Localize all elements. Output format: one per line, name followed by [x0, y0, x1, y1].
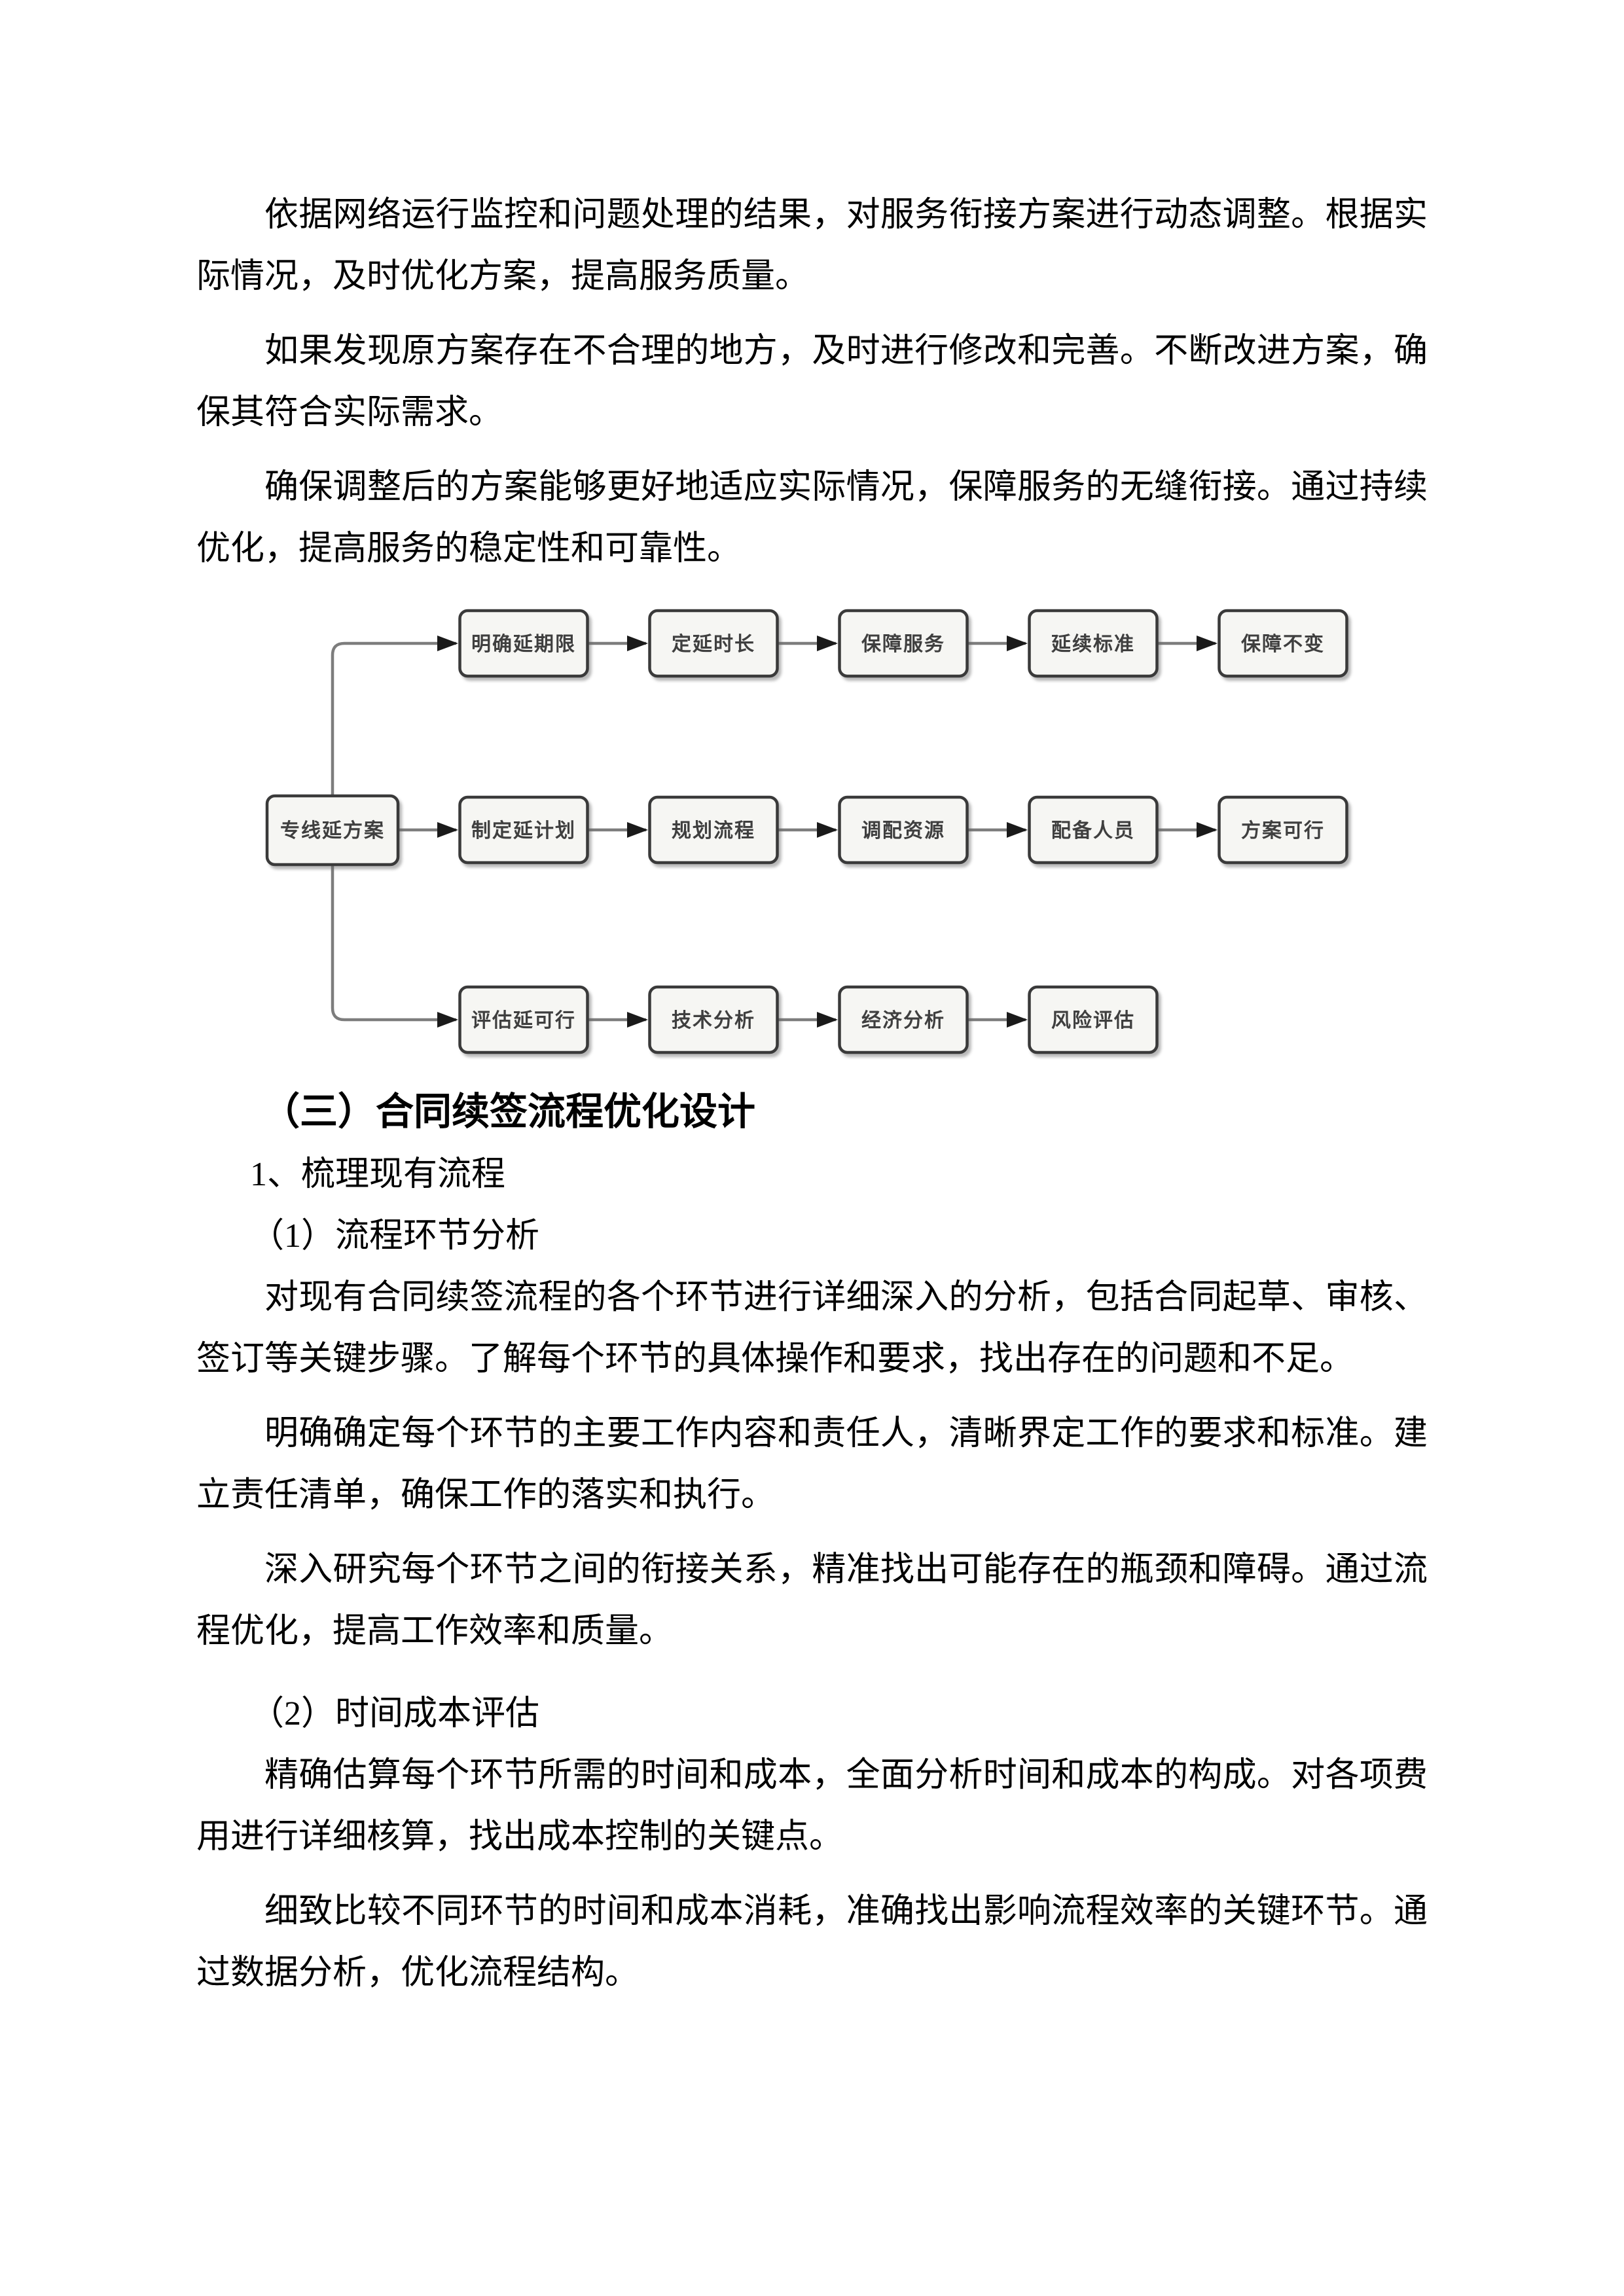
flowchart-node-row1-1: 明确延期限 — [458, 609, 589, 678]
node-box — [1028, 609, 1159, 678]
node-label: 制定延计划 — [471, 819, 576, 842]
flowchart-node-row1-3: 保障服务 — [838, 609, 969, 678]
flowchart-node-row2-5: 方案可行 — [1218, 795, 1348, 865]
node-label: 保障不变 — [1241, 633, 1325, 655]
node-box — [648, 985, 779, 1054]
flowchart-node-root: 专线延方案 — [265, 794, 400, 867]
node-label: 明确延期限 — [471, 633, 576, 655]
flowchart-node-row3-2: 技术分析 — [648, 985, 779, 1054]
node-label: 配备人员 — [1051, 819, 1135, 842]
node-label: 延续标准 — [1051, 634, 1135, 655]
paragraph-adjust-scheme: 依据网络运行监控和问题处理的结果，对服务衔接方案进行动态调整。根据实际情况，及时… — [196, 196, 1428, 295]
connector-root-to-row1 — [331, 636, 458, 796]
flowchart-node-row1-2: 定延时长 — [648, 609, 779, 678]
node-box — [458, 609, 589, 678]
node-box — [458, 985, 589, 1054]
paragraph-cost-estimate: 精确估算每个环节所需的时间和成本，全面分析时间和成本的构成。对各项费用进行详细核… — [196, 1757, 1428, 1856]
node-label: 保障服务 — [861, 633, 945, 655]
flowchart-node-row3-1: 评估延可行 — [458, 985, 589, 1054]
node-box — [1028, 985, 1159, 1054]
flowchart-node-row2-1: 制定延计划 — [458, 795, 589, 865]
node-box — [1028, 795, 1159, 865]
flowchart-node-root-label: 专线延方案 — [280, 819, 385, 842]
subsection-1-1: （1）流程环节分析 — [250, 1217, 540, 1255]
node-box — [838, 795, 969, 865]
flowchart-figure: 专线延方案 明确延期限 定延时长 保障服务 延续标准 保障不变 — [229, 593, 1394, 1071]
node-box — [648, 609, 779, 678]
node-box — [838, 985, 969, 1054]
paragraph-cost-compare: 细致比较不同环节的时间和成本消耗，准确找出影响流程效率的关键环节。通过数据分析，… — [196, 1893, 1428, 1992]
node-box — [838, 609, 969, 678]
subsection-1-2: （2）时间成本评估 — [250, 1695, 540, 1732]
connector-root-to-row3 — [331, 865, 458, 1028]
flowchart-node-row2-4: 配备人员 — [1028, 795, 1159, 865]
node-label: 定延时长 — [672, 633, 755, 655]
node-box — [1218, 609, 1348, 678]
flowchart-node-row1-5: 保障不变 — [1218, 609, 1348, 678]
flowchart-node-row3-4: 风险评估 — [1028, 985, 1159, 1054]
node-label: 经济分析 — [861, 1009, 945, 1031]
node-label: 风险评估 — [1051, 1009, 1135, 1031]
node-box — [648, 795, 779, 865]
node-label: 技术分析 — [672, 1010, 755, 1031]
node-box — [1218, 795, 1348, 865]
flowchart-svg: 专线延方案 明确延期限 定延时长 保障服务 延续标准 保障不变 — [265, 609, 1348, 1054]
flowchart-node-row1-4: 延续标准 — [1028, 609, 1159, 678]
paragraph-bottleneck: 深入研究每个环节之间的衔接关系，精准找出可能存在的瓶颈和障碍。通过流程优化，提高… — [196, 1551, 1428, 1650]
flowchart-node-root-box — [265, 794, 400, 867]
paragraph-responsibility: 明确确定每个环节的主要工作内容和责任人，清晰界定工作的要求和标准。建立责任清单，… — [196, 1415, 1428, 1514]
node-label: 调配资源 — [861, 820, 945, 842]
node-label: 方案可行 — [1241, 819, 1325, 842]
node-label: 规划流程 — [672, 820, 755, 842]
subsection-numbered-1: 1、梳理现有流程 — [250, 1156, 506, 1193]
flowchart-node-row2-2: 规划流程 — [648, 795, 779, 865]
node-box — [458, 795, 589, 865]
flowchart-node-row3-3: 经济分析 — [838, 985, 969, 1054]
node-label: 评估延可行 — [471, 1010, 576, 1031]
section-heading: （三）合同续签流程优化设计 — [262, 1090, 756, 1133]
paragraph-ensure-adaptation: 确保调整后的方案能够更好地适应实际情况，保障服务的无缝衔接。通过持续优化，提高服… — [196, 469, 1428, 567]
paragraph-process-analysis: 对现有合同续签流程的各个环节进行详细深入的分析，包括合同起草、审核、签订等关键步… — [196, 1279, 1428, 1378]
paragraph-improve-scheme: 如果发现原方案存在不合理的地方，及时进行修改和完善。不断改进方案，确保其符合实际… — [196, 332, 1428, 431]
flowchart-node-row2-3: 调配资源 — [838, 795, 969, 865]
